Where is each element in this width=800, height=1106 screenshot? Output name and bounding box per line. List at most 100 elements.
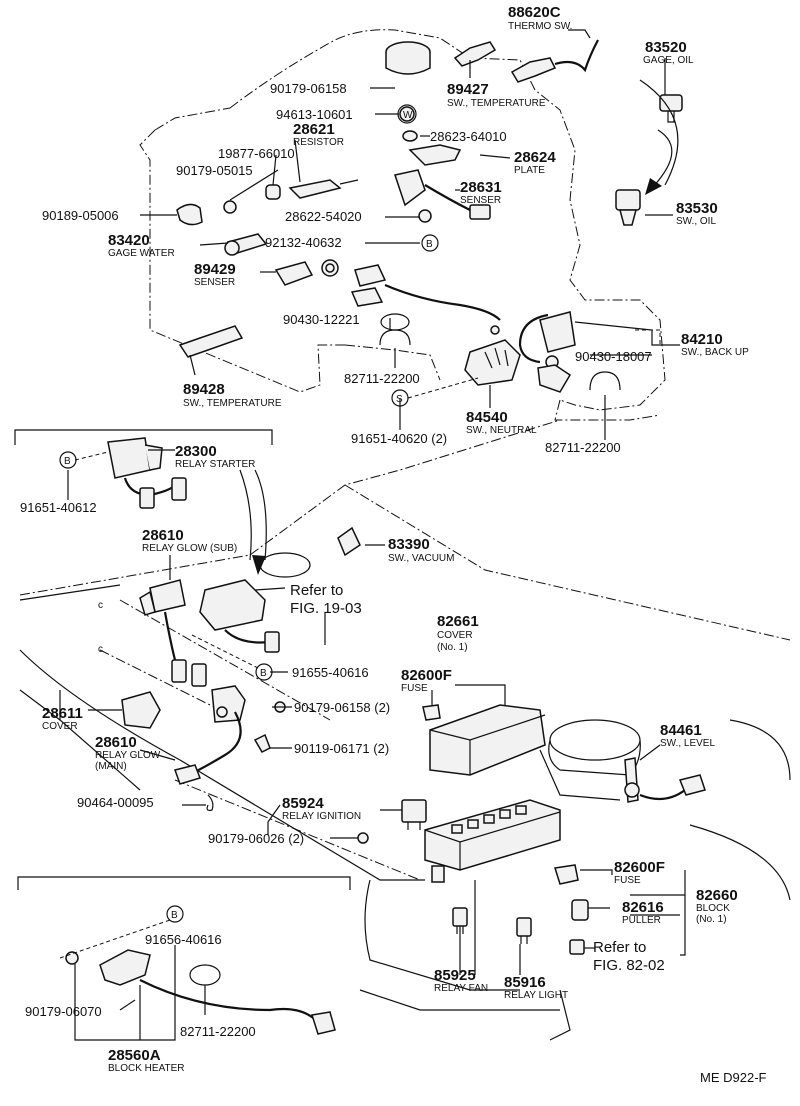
part-88620c: 88620C — [508, 4, 561, 21]
callout-s: S — [396, 394, 403, 405]
caption-gage-water: GAGE WATER — [108, 248, 175, 259]
caption-main: (MAIN) — [95, 761, 127, 772]
parts — [65, 39, 706, 1035]
part-85924: 85924 — [282, 795, 324, 812]
part-85925: 85925 — [434, 967, 476, 984]
part-28560a: 28560A — [108, 1047, 161, 1064]
callout-circle — [255, 663, 273, 681]
part-82600f: 82600F — [401, 667, 452, 684]
callout-circle — [59, 451, 77, 469]
callout-circle — [166, 905, 184, 923]
caption-sw-vacuum: SW., VACUUM — [388, 553, 454, 564]
caption-block: BLOCK — [696, 903, 730, 914]
caption-no-1: (No. 1) — [437, 642, 468, 653]
part-85916: 85916 — [504, 974, 546, 991]
part-28631: 28631 — [460, 179, 502, 196]
part-28300: 28300 — [175, 443, 217, 460]
callout-b: B — [64, 456, 71, 467]
caption-senser: SENSER — [460, 195, 501, 206]
part-90179-06026: 90179-06026 (2) — [208, 831, 304, 846]
part-28610: 28610 — [142, 527, 184, 544]
caption-fuse: FUSE — [401, 683, 428, 694]
caption-fuse: FUSE — [614, 875, 641, 886]
part-94613-10601: 94613-10601 — [276, 107, 353, 122]
part-90179-06158: 90179-06158 — [270, 81, 347, 96]
part-90464-00095: 90464-00095 — [77, 795, 154, 810]
caption-block-heater: BLOCK HEATER — [108, 1063, 185, 1074]
caption-sw-level: SW., LEVEL — [660, 738, 715, 749]
caption-relay-glow-sub: RELAY GLOW (SUB) — [142, 543, 237, 554]
caption-sw-temperature: SW., TEMPERATURE — [447, 98, 546, 109]
caption-relay-starter: RELAY STARTER — [175, 459, 255, 470]
caption-gage-oil: GAGE, OIL — [643, 55, 694, 66]
caption-relay-fan: RELAY FAN — [434, 983, 488, 994]
part-82660: 82660 — [696, 887, 738, 904]
part-82711-22200: 82711-22200 — [545, 440, 621, 455]
refer-to-label: Refer to — [593, 939, 646, 956]
callout-b: B — [260, 668, 267, 679]
caption-cover: COVER — [437, 630, 473, 641]
part-91655-40616: 91655-40616 — [292, 665, 369, 680]
caption-relay-ignition: RELAY IGNITION — [282, 811, 361, 822]
caption-resistor: RESISTOR — [293, 137, 344, 148]
caption-sw-back-up: SW., BACK UP — [681, 347, 749, 358]
part-84210: 84210 — [681, 331, 723, 348]
part-90179-06158-2: 90179-06158 (2) — [294, 700, 390, 715]
part-82616: 82616 — [622, 899, 664, 916]
part-28622-54020: 28622-54020 — [285, 209, 362, 224]
leader-lines — [59, 29, 686, 1041]
part-92132-40632: 92132-40632 — [265, 235, 342, 250]
callouts: W B S B B B c c — [59, 104, 439, 923]
part-28621: 28621 — [293, 121, 335, 138]
caption-puller: PULLER — [622, 915, 661, 926]
refer-fig-82-02: FIG. 82-02 — [593, 957, 665, 974]
caption-thermo-sw: THERMO SW. — [508, 21, 572, 32]
part-83420: 83420 — [108, 232, 150, 249]
caption-plate: PLATE — [514, 165, 545, 176]
caption-sw-temperature: SW., TEMPERATURE — [183, 398, 282, 409]
callout-circle — [391, 389, 409, 407]
callout-b: B — [171, 910, 178, 921]
part-83520: 83520 — [645, 39, 687, 56]
part-28611: 28611 — [42, 705, 83, 722]
part-82600f-b: 82600F — [614, 859, 665, 876]
part-89429: 89429 — [194, 261, 236, 278]
callout-circle — [397, 104, 417, 124]
caption-sw-neutral: SW., NEUTRAL — [466, 425, 537, 436]
part-19877-66010: 19877-66010 — [218, 146, 295, 161]
part-91656-40616: 91656-40616 — [145, 932, 222, 947]
part-90430-12221: 90430-12221 — [283, 312, 360, 327]
part-90179-05015: 90179-05015 — [176, 163, 253, 178]
caption-senser: SENSER — [194, 277, 235, 288]
callout-c: c — [98, 600, 103, 611]
labels: 88620C THERMO SW. 83520 GAGE, OIL 89427 … — [20, 4, 767, 1085]
part-28610-main: 28610 — [95, 734, 137, 751]
region-boxes — [14, 429, 351, 890]
part-90430-18007: 90430-18007 — [575, 349, 652, 364]
part-84461: 84461 — [660, 722, 702, 739]
part-28624: 28624 — [514, 149, 556, 166]
callout-circle — [421, 234, 439, 252]
callout-w: W — [403, 110, 413, 121]
caption-sw-oil: SW., OIL — [676, 216, 716, 227]
part-28623-64010: 28623-64010 — [430, 129, 507, 144]
part-89428: 89428 — [183, 381, 225, 398]
part-91651-40620: 91651-40620 (2) — [351, 431, 447, 446]
callout-c: c — [98, 644, 103, 655]
part-83390: 83390 — [388, 536, 430, 553]
refer-to-label: Refer to — [290, 582, 343, 599]
caption-no-1: (No. 1) — [696, 914, 727, 925]
part-82661: 82661 — [437, 613, 479, 630]
part-83530: 83530 — [676, 200, 718, 217]
diagram-code: ME D922-F — [700, 1070, 767, 1085]
caption-cover: COVER — [42, 721, 78, 732]
part-84540: 84540 — [466, 409, 508, 426]
part-82711-22200: 82711-22200 — [180, 1024, 256, 1039]
part-91651-40612: 91651-40612 — [20, 500, 97, 515]
part-90179-06070: 90179-06070 — [25, 1004, 102, 1019]
refer-fig-19-03: FIG. 19-03 — [290, 600, 362, 617]
caption-relay-light: RELAY LIGHT — [504, 990, 568, 1001]
part-90189-05006: 90189-05006 — [42, 208, 119, 223]
